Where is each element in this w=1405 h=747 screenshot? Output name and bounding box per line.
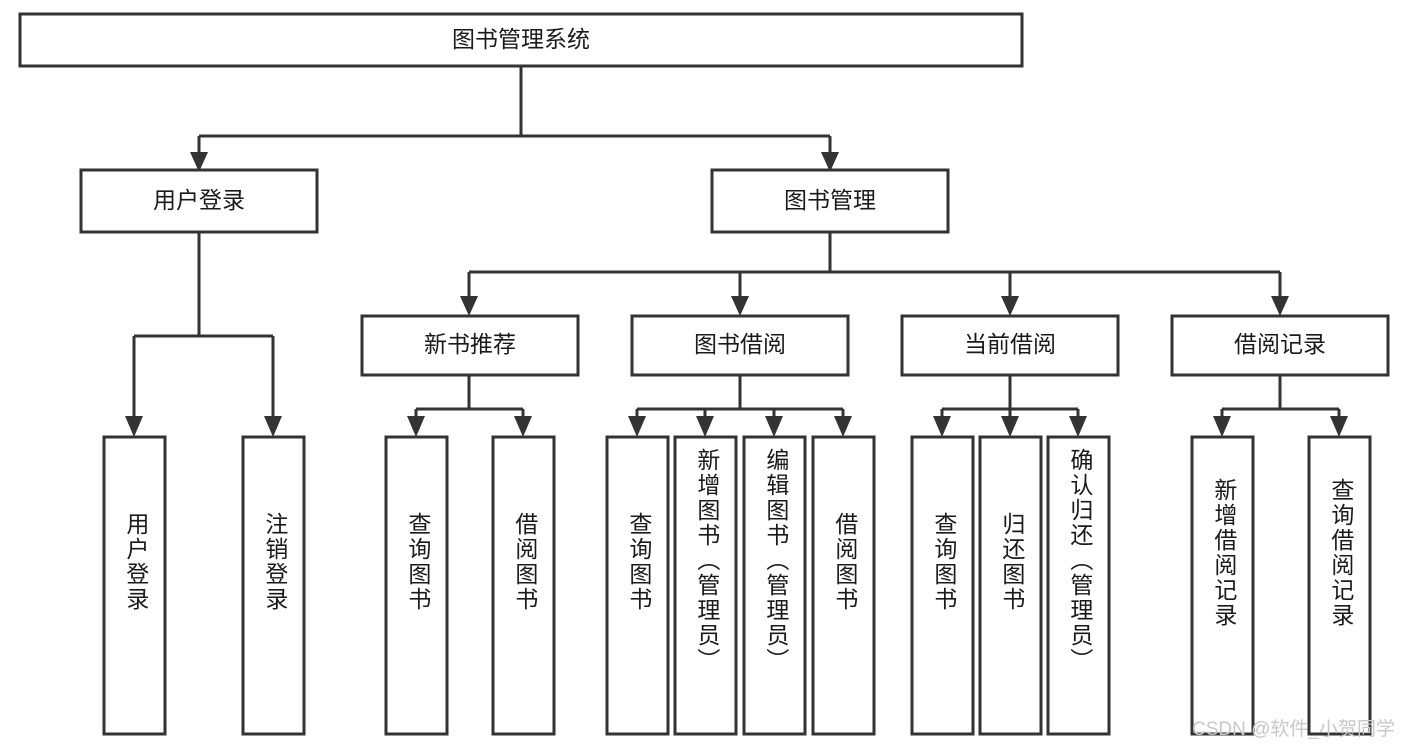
node-leaf-query-record-label: 查询借阅记录: [1328, 478, 1355, 628]
node-user-login-box[interactable]: [79, 168, 319, 234]
arrow-leaf-confirm-return: [1069, 416, 1087, 437]
node-root-box[interactable]: [18, 12, 1024, 68]
node-leaf-logout-label: 注销登录: [262, 512, 289, 612]
node-book-borrow-label: 图书借阅: [694, 331, 786, 357]
node-leaf-query-book-b[interactable]: 查询图书: [605, 435, 670, 736]
node-leaf-borrow-book-b-box[interactable]: [811, 435, 876, 736]
node-leaf-confirm-return-box[interactable]: [1046, 435, 1111, 736]
node-leaf-query-book-a-label: 查询图书: [405, 512, 432, 612]
arrow-leaf-add-record: [1213, 416, 1231, 437]
node-leaf-query-book-c-label: 查询图书: [931, 512, 958, 612]
node-leaf-add-book-box[interactable]: [673, 435, 738, 736]
arrow-to-book-manage: [821, 152, 839, 172]
node-leaf-borrow-book-b[interactable]: 借阅图书: [811, 435, 876, 736]
arrow-to-new-book: [460, 296, 478, 316]
node-leaf-query-record[interactable]: 查询借阅记录: [1307, 435, 1372, 736]
arrow-leaf-query-book-a: [407, 416, 425, 437]
node-leaf-add-book[interactable]: 新增图书（管理员）: [673, 435, 738, 736]
node-new-book-rec[interactable]: 新书推荐: [360, 314, 580, 377]
node-current-borrow-box[interactable]: [900, 314, 1120, 377]
node-leaf-borrow-book-b-label: 借阅图书: [832, 512, 859, 612]
node-leaf-borrow-book-a-box[interactable]: [491, 435, 556, 736]
node-leaf-query-book-b-label: 查询图书: [626, 512, 653, 612]
node-leaf-logout[interactable]: 注销登录: [241, 435, 306, 736]
arrow-leaf-logout: [264, 416, 282, 437]
node-leaf-return-book[interactable]: 归还图书: [978, 435, 1043, 736]
node-leaf-borrow-book-a-label: 借阅图书: [512, 512, 539, 612]
connector-group: [125, 66, 1348, 437]
node-book-manage[interactable]: 图书管理: [710, 168, 950, 234]
node-leaf-query-book-a[interactable]: 查询图书: [384, 435, 449, 736]
node-leaf-confirm-return-label: 确认归还（管理员）: [1067, 448, 1094, 673]
node-leaf-add-record[interactable]: 新增借阅记录: [1190, 435, 1255, 736]
arrow-to-current-borrow: [1001, 296, 1019, 316]
node-root[interactable]: 图书管理系统: [18, 12, 1024, 68]
arrow-leaf-return-book: [1001, 416, 1019, 437]
arrow-leaf-add-book: [696, 416, 714, 437]
arrow-leaf-query-record: [1330, 416, 1348, 437]
node-root-label: 图书管理系统: [452, 26, 590, 52]
node-book-manage-box[interactable]: [710, 168, 950, 234]
node-leaf-confirm-return[interactable]: 确认归还（管理员）: [1046, 435, 1111, 736]
node-borrow-record[interactable]: 借阅记录: [1170, 314, 1390, 377]
arrow-leaf-user-login: [125, 416, 143, 437]
node-user-login-label: 用户登录: [153, 187, 245, 213]
node-leaf-query-book-a-box[interactable]: [384, 435, 449, 736]
arrow-leaf-borrow-book-a: [514, 416, 532, 437]
node-leaf-user-login-box[interactable]: [102, 435, 167, 736]
node-book-borrow[interactable]: 图书借阅: [630, 314, 850, 377]
node-book-manage-label: 图书管理: [784, 187, 876, 213]
node-leaf-user-login-label: 用户登录: [123, 512, 150, 612]
node-book-borrow-box[interactable]: [630, 314, 850, 377]
arrow-to-borrow-record: [1271, 296, 1289, 316]
node-leaf-return-book-box[interactable]: [978, 435, 1043, 736]
node-leaf-edit-book-label: 编辑图书（管理员）: [763, 448, 790, 673]
node-current-borrow[interactable]: 当前借阅: [900, 314, 1120, 377]
node-leaf-user-login[interactable]: 用户登录: [102, 435, 167, 736]
arrow-leaf-borrow-book-b: [834, 416, 852, 437]
arrow-to-book-borrow: [731, 296, 749, 316]
node-leaf-edit-book[interactable]: 编辑图书（管理员）: [742, 435, 807, 736]
node-borrow-record-label: 借阅记录: [1234, 331, 1326, 357]
node-leaf-query-book-c-box[interactable]: [910, 435, 975, 736]
node-leaf-add-book-label: 新增图书（管理员）: [694, 448, 721, 673]
node-leaf-edit-book-box[interactable]: [742, 435, 807, 736]
node-leaf-return-book-label: 归还图书: [999, 512, 1026, 612]
node-new-book-rec-label: 新书推荐: [424, 331, 516, 357]
arrow-leaf-query-book-b: [628, 416, 646, 437]
node-leaf-add-record-box[interactable]: [1190, 435, 1255, 736]
node-leaf-logout-box[interactable]: [241, 435, 306, 736]
node-borrow-record-box[interactable]: [1170, 314, 1390, 377]
node-new-book-rec-box[interactable]: [360, 314, 580, 377]
node-leaf-query-book-c[interactable]: 查询图书: [910, 435, 975, 736]
arrow-to-user-login: [190, 152, 208, 172]
node-leaf-add-record-label: 新增借阅记录: [1211, 478, 1238, 628]
node-current-borrow-label: 当前借阅: [964, 331, 1056, 357]
arrow-leaf-query-book-c: [933, 416, 951, 437]
node-leaf-query-book-b-box[interactable]: [605, 435, 670, 736]
arrow-leaf-edit-book: [765, 416, 783, 437]
node-leaf-borrow-book-a[interactable]: 借阅图书: [491, 435, 556, 736]
node-user-login[interactable]: 用户登录: [79, 168, 319, 234]
node-leaf-query-record-box[interactable]: [1307, 435, 1372, 736]
